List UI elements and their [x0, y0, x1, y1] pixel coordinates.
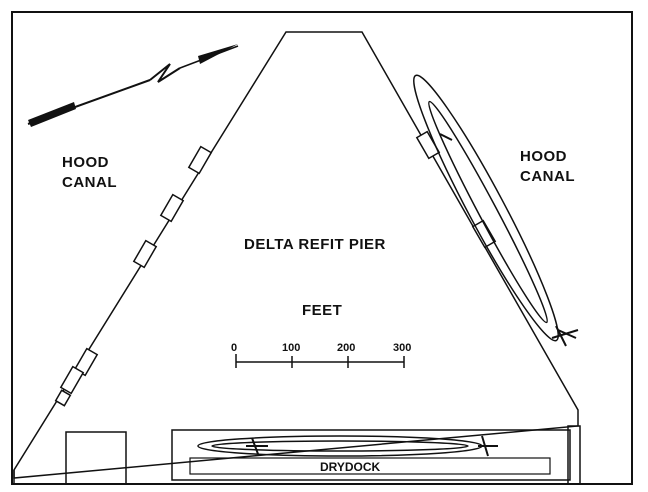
submarine-icon: [413, 74, 579, 347]
hood-canal-east-label-line2: CANAL: [520, 168, 575, 185]
pier-name-label: DELTA REFIT PIER: [244, 236, 386, 253]
east-fenders: [415, 130, 497, 249]
drydock-gate: [567, 425, 581, 485]
submarine-icon: [197, 435, 498, 457]
scale-tick-label: 0: [231, 342, 238, 354]
drydock: [171, 425, 581, 485]
north-arrow-icon: [27, 44, 239, 127]
scale-tick-label: 200: [337, 342, 356, 354]
drydock-label: DRYDOCK: [320, 460, 381, 474]
hood-canal-west-label-line2: CANAL: [62, 174, 117, 191]
scale-tick-label: 100: [282, 342, 301, 354]
hood-canal-east-label-line1: HOOD: [520, 148, 567, 165]
west-fenders: [54, 145, 213, 407]
drydock-label-box: [189, 457, 551, 475]
hood-canal-west-label-line1: HOOD: [62, 154, 109, 171]
drydock-basin: [171, 429, 571, 481]
scale-bar: [235, 354, 405, 368]
scale-tick-label: 300: [393, 342, 412, 354]
map-frame: [11, 11, 633, 485]
lower-left-building: [65, 431, 127, 485]
scale-title-label: FEET: [302, 302, 343, 319]
